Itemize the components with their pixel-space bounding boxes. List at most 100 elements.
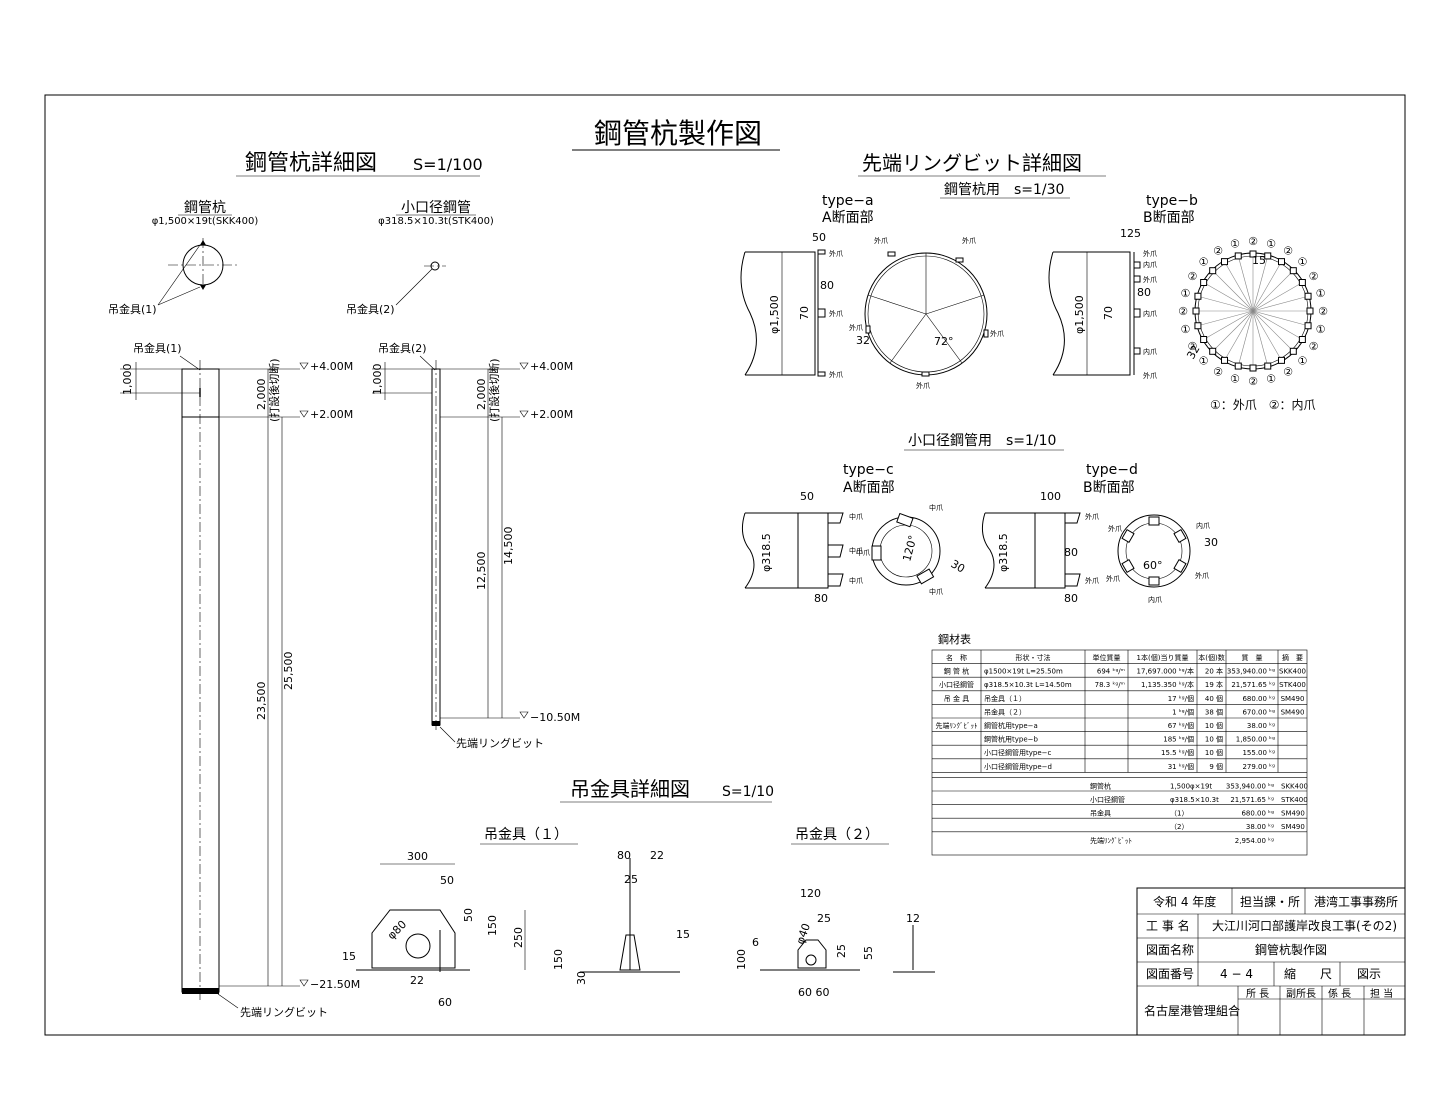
material-table-summary-cell: 1,500φ×19t [1170, 782, 1212, 790]
type-b-claw-marker: ② [1283, 244, 1293, 257]
type-d-claw [1121, 558, 1135, 574]
type-b-claw [1209, 347, 1217, 355]
small-elev-bit [432, 721, 440, 726]
tb-number-label: 図面番号 [1146, 967, 1194, 981]
type-c-claw-lbl-2: 中爪 [849, 546, 863, 555]
material-table-summary-cell: （2） [1170, 823, 1188, 831]
type-b-spoke [1213, 310, 1254, 351]
material-table-summary-cell: φ318.5×10.3t [1170, 796, 1219, 804]
type-b-claw [1264, 362, 1272, 370]
hanger1-dim-300: 300 [407, 850, 428, 863]
title-block: 令和 4 年度 担当課・所 港湾工事事務所 工 事 名 大江川河口部護岸改良工事… [1136, 887, 1406, 1036]
type-a-spoke-5 [867, 294, 927, 315]
hanger1-dim-15: 15 [342, 950, 356, 963]
material-table-summary-cell: 21,571.65 ᵏᵍ [1230, 796, 1274, 804]
type-a-outer-claw-mid: 外爪 [829, 309, 843, 318]
material-table-cell: 20 本 [1205, 667, 1223, 676]
type-b-claw-marker: ① [1316, 287, 1326, 300]
type-a-plan-claw-5: 外爪 [916, 381, 930, 390]
tb-number: 4 − 4 [1220, 967, 1253, 981]
material-table-cell: 155.00 ᵏᵍ [1242, 749, 1275, 757]
material-table-cell: 38.00 ᵏᵍ [1247, 722, 1275, 730]
small-plan-label: 小口径鋼管 [401, 200, 471, 216]
hanger2-dim-55: 55 [862, 946, 875, 960]
small-level-p4-mark [519, 362, 529, 370]
type-c-claw-top [827, 512, 844, 524]
hanger1-dim-60: 60 [438, 996, 452, 1009]
material-table-cell: 10 個 [1205, 748, 1223, 757]
material-table-cell: 1,135.350 ᵏᵍ/本 [1141, 680, 1194, 689]
type-c-section: A断面部 [843, 480, 895, 496]
type-b-claw [1298, 279, 1306, 286]
type-d-ring [1034, 512, 1066, 589]
material-table-summary-cell: 353,940.00 ᵏᵍ [1226, 782, 1274, 790]
material-table-cell: 吊 金 具 [944, 694, 969, 703]
material-table-cell: 吊金具（１） [984, 694, 1026, 703]
material-table-cell: 353,940.00 ᵏᵍ [1227, 668, 1275, 676]
material-table-cell: 19 本 [1205, 680, 1223, 689]
material-table-cell: 15.5 ᵏᵍ/個 [1161, 748, 1194, 757]
type-b-claw [1234, 362, 1242, 370]
type-b-claw-marker: ① [1180, 287, 1190, 300]
material-table-cell: 鋼管杭用type−a [984, 721, 1038, 730]
type-a-plan-claw-2: 外爪 [962, 236, 976, 245]
pile-plan-spec: φ1,500×19t(SKK400) [152, 216, 259, 227]
hanger2-hole [805, 954, 817, 966]
material-table-cell: 鋼 管 杭 [944, 667, 969, 676]
material-table-header: 名 称 [946, 653, 967, 662]
material-table-cell: 680.00 ᵏᵍ [1242, 695, 1275, 703]
type-d-plan-lbl-2: 内爪 [1196, 521, 1210, 530]
type-a-spoke-2 [925, 294, 985, 315]
type-b-claw [1192, 307, 1200, 315]
type-a-side-view [740, 251, 816, 376]
type-a-plan-claw-1: 外爪 [874, 236, 888, 245]
type-b-spoke [1213, 271, 1254, 312]
small-level-bottom-text: −10.50M [530, 711, 580, 724]
type-d-claw [1148, 576, 1160, 586]
type-b-section: B断面部 [1143, 210, 1195, 226]
type-b-legend: ①：外爪 ②：内爪 [1210, 398, 1316, 412]
type-d-dim-dia: φ318.5 [997, 533, 1010, 572]
type-b-claw [1221, 356, 1228, 364]
type-d-plan-claws [1121, 516, 1187, 586]
material-table-header: 摘 要 [1282, 653, 1303, 662]
material-table-cell: 吊金具（２） [984, 707, 1026, 716]
material-table-cell: 1 ᵏᵍ/個 [1172, 707, 1194, 716]
tb-approval-4: 担 当 [1370, 987, 1393, 1000]
pile-dim1000-text: 1,000 [121, 364, 134, 396]
material-table-header: 形状・寸法 [1016, 653, 1051, 662]
pile-level-p4-mark [299, 362, 309, 370]
material-table-title: 鋼材表 [938, 632, 971, 646]
material-table-cell: 小口径鋼管用type−d [984, 762, 1052, 771]
material-table-cell: 小口径鋼管用type−c [984, 748, 1052, 757]
tb-org: 名古屋港管理組合 [1144, 1003, 1240, 1018]
type-b-claw-marker: ① [1230, 237, 1240, 250]
type-c-ring [797, 512, 829, 589]
hanger1-side-15: 15 [676, 928, 690, 941]
hanger1-title: 吊金具（１） [484, 827, 568, 843]
type-a-spoke-3 [925, 313, 963, 364]
type-d-claw-1 [1064, 512, 1081, 524]
type-c-plan-lbl-3: 中爪 [929, 587, 943, 596]
type-a-dim-50: 50 [812, 231, 826, 244]
type-b-claw-marker: ② [1187, 270, 1197, 283]
type-a-section: A断面部 [822, 210, 874, 226]
pile-detail-scale: S=1/100 [413, 155, 483, 174]
type-d-section: B断面部 [1083, 480, 1135, 496]
type-b-claw-1 [1133, 261, 1141, 269]
sheet-border [44, 94, 1406, 1036]
small-dim2000-text: 2,000 [475, 379, 488, 411]
material-table-cell: 670.00 ᵏᵍ [1242, 708, 1275, 716]
material-table-cell: SKK400 [1279, 668, 1306, 676]
type-a-dim-70: 70 [798, 306, 811, 320]
material-table-cell: 78.3 ᵏᵍ/ᵐ [1095, 681, 1125, 689]
title-block-frame [1136, 887, 1406, 1036]
type-a-label: type−a [822, 193, 874, 209]
pile-elev-hanger-leader [179, 355, 201, 371]
type-c-dim-30: 30 [949, 557, 968, 575]
type-d-dim-80b: 80 [1064, 592, 1078, 605]
type-d-plan-lbl-4: 外爪 [1195, 571, 1209, 580]
hanger2-dim-6: 6 [752, 936, 759, 949]
